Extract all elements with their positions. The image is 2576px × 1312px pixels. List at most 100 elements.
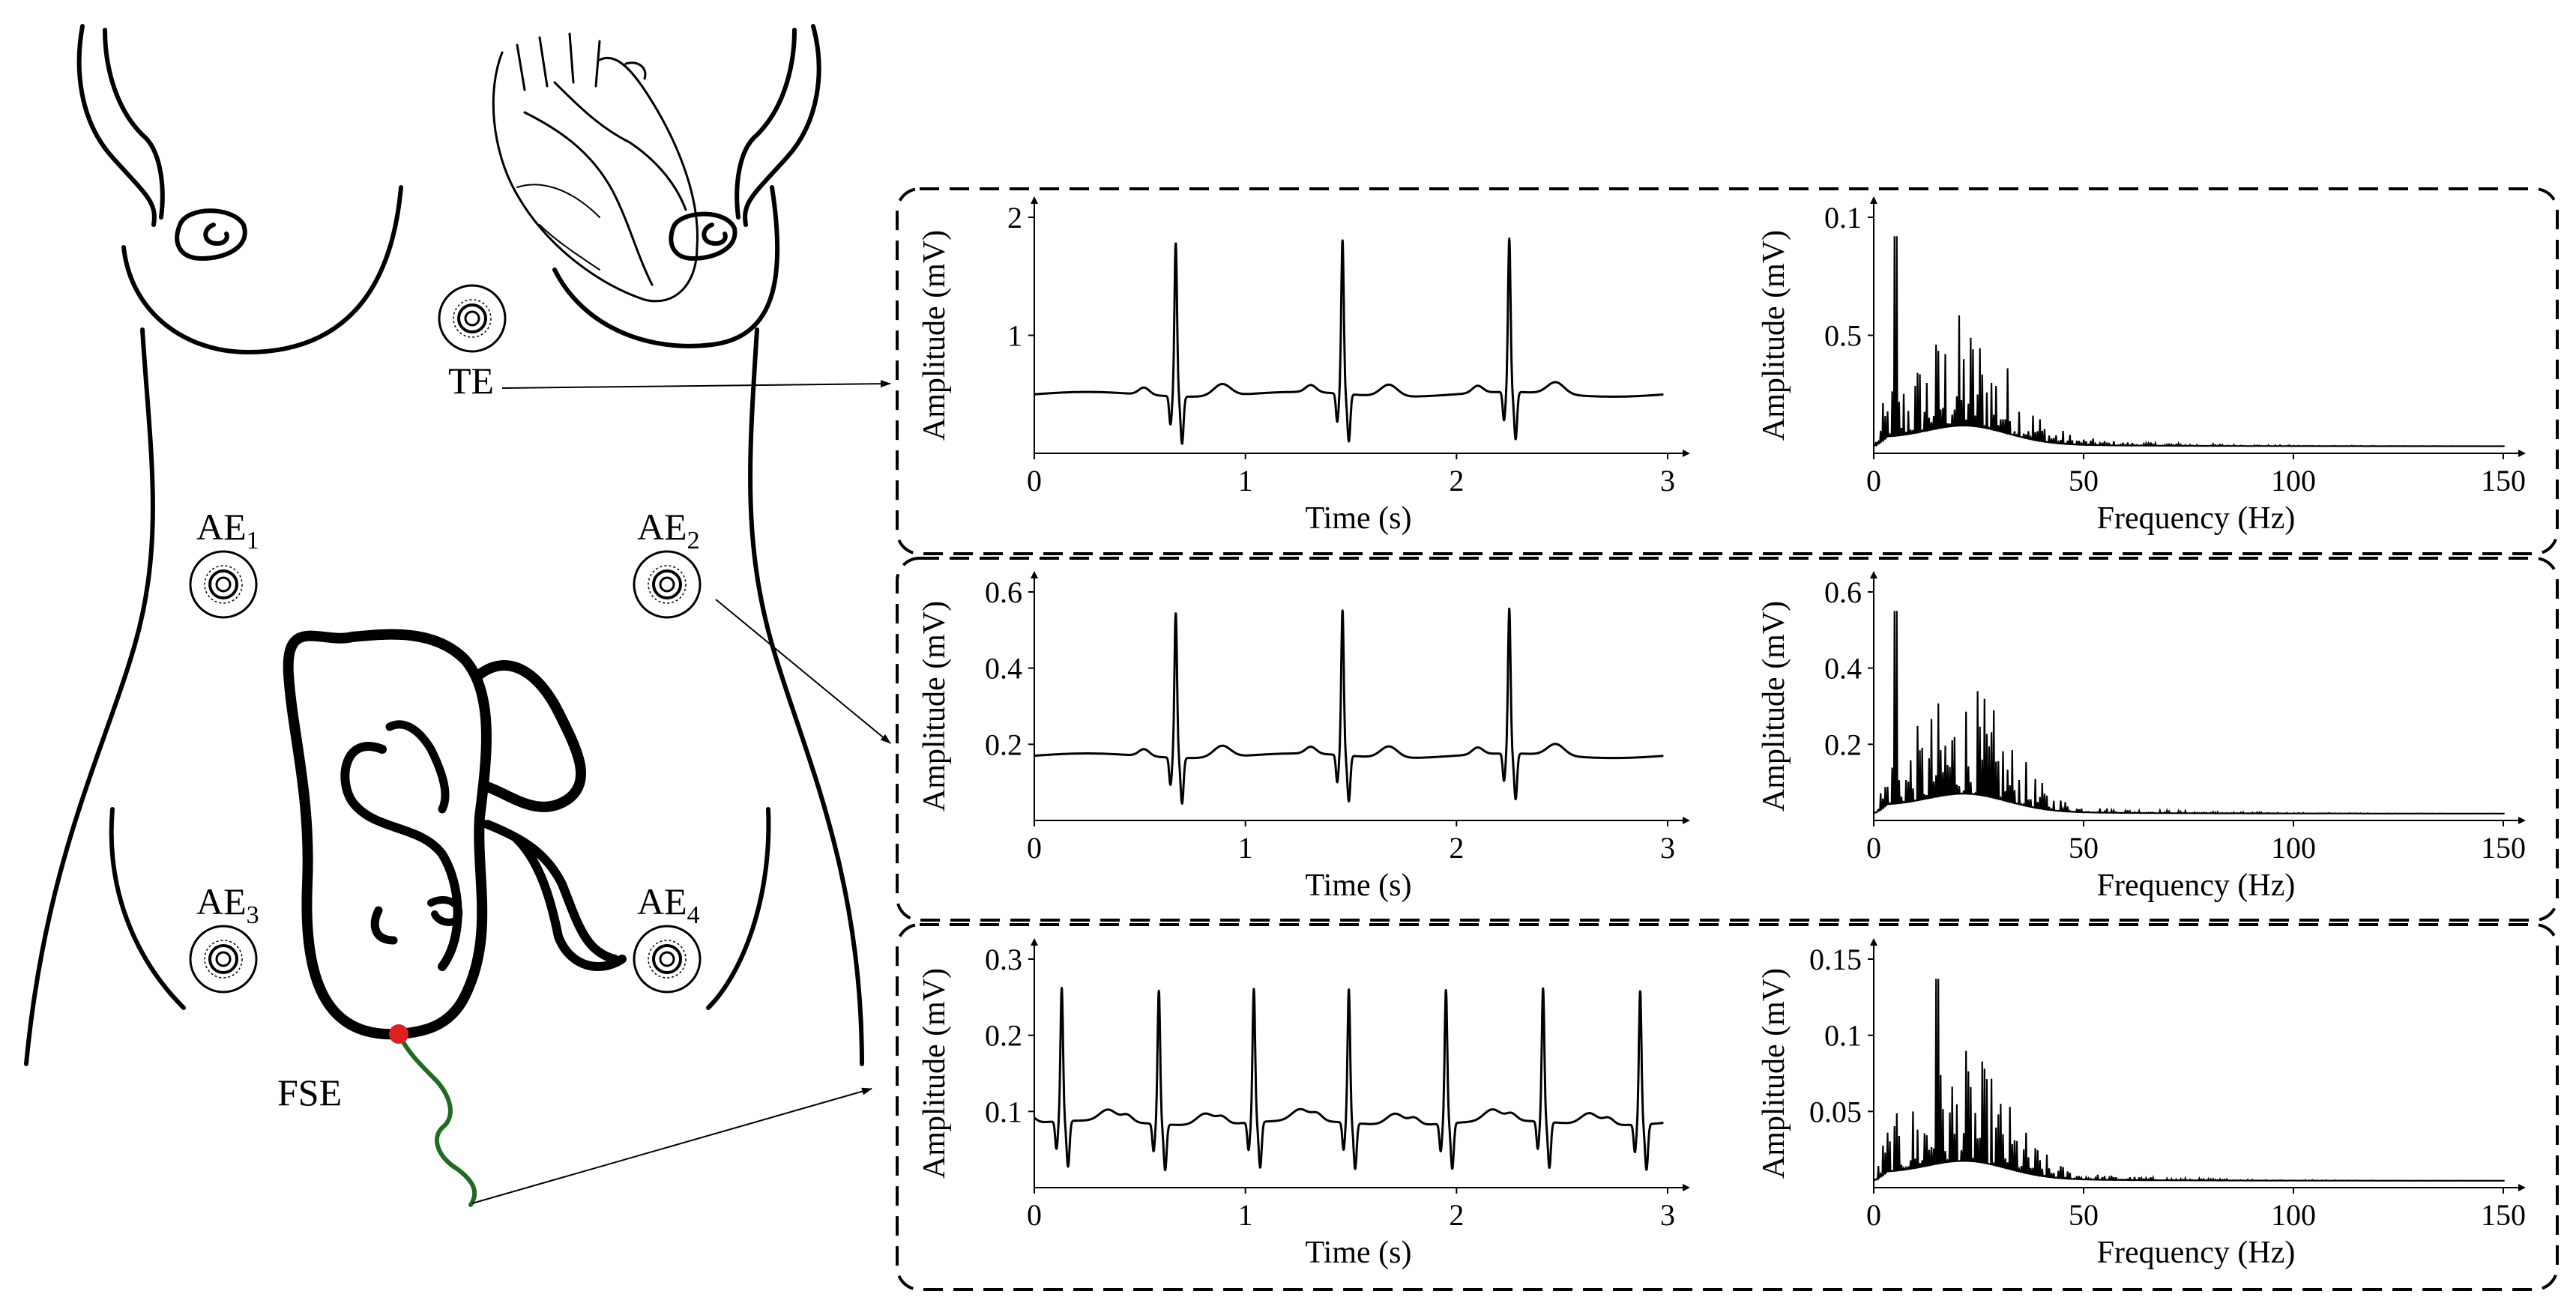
- y-tick-label: 0.4: [1824, 652, 1862, 686]
- right-nipple: [669, 211, 737, 261]
- x-axis-arrow: [1683, 1184, 1690, 1191]
- x-tick-label: 2: [1449, 1198, 1464, 1232]
- x-tick-label: 1: [1238, 464, 1253, 498]
- left-nipple: [175, 208, 247, 261]
- x-tick-label: 0: [1027, 831, 1042, 865]
- x-axis-title: Frequency (Hz): [2097, 1236, 2296, 1270]
- x-axis-arrow: [1683, 817, 1690, 824]
- label-fse: FSE: [277, 1071, 342, 1113]
- right-arm-inner-outline: [735, 28, 797, 220]
- x-tick-label: 150: [2481, 831, 2526, 865]
- y-axis-arrow: [1870, 938, 1877, 946]
- x-axis-arrow: [1683, 450, 1690, 457]
- x-tick-label: 50: [2069, 464, 2099, 498]
- spectrum-trace: [1873, 611, 2505, 814]
- y-axis-title: Amplitude (mV): [1757, 230, 1791, 441]
- y-axis-arrow: [1031, 938, 1038, 946]
- spectrum-trace: [1873, 236, 2505, 447]
- right-torso-side: [748, 327, 864, 1066]
- x-tick-label: 0: [1866, 464, 1881, 498]
- x-axis-title: Time (s): [1306, 501, 1412, 536]
- x-axis-title: Frequency (Hz): [2097, 501, 2296, 536]
- y-tick-label: 0.2: [985, 728, 1022, 761]
- y-tick-label: 0.2: [985, 1019, 1022, 1053]
- x-tick-label: 50: [2069, 1198, 2099, 1232]
- y-tick-label: 0.1: [985, 1095, 1022, 1128]
- arrow-te-to-panel: [501, 380, 891, 389]
- y-tick-label: 0.15: [1809, 943, 1862, 976]
- electrode-ae1: [189, 550, 258, 619]
- signal-trace: [1033, 607, 1665, 805]
- left-breast-outline: [121, 185, 403, 354]
- x-tick-label: 100: [2271, 464, 2316, 498]
- arrow-ae2-to-panel: [715, 599, 891, 744]
- y-axis-title: Amplitude (mV): [917, 968, 952, 1179]
- maternal-torso-illustration: [24, 24, 864, 1066]
- y-tick-label: 2: [1007, 201, 1022, 235]
- y-tick-label: 0.1: [1824, 1019, 1862, 1053]
- x-axis-arrow: [2518, 1184, 2526, 1191]
- x-axis-title: Time (s): [1306, 868, 1412, 903]
- y-axis-arrow: [1031, 571, 1038, 578]
- label-ae3: AE3: [196, 880, 259, 929]
- x-axis-arrow: [2518, 450, 2526, 457]
- x-tick-label: 100: [2271, 1198, 2316, 1232]
- right-breast-outline: [552, 185, 780, 348]
- electrode-ae4: [633, 925, 702, 994]
- x-tick-label: 100: [2271, 831, 2316, 865]
- label-ae2: AE2: [637, 506, 700, 554]
- electrode-te: [438, 284, 507, 353]
- y-axis-arrow: [1031, 196, 1038, 204]
- fetus-face-mark: [370, 906, 398, 945]
- x-tick-label: 3: [1660, 1198, 1675, 1232]
- fse-electrode-dot: [389, 1024, 408, 1044]
- x-tick-label: 1: [1238, 831, 1253, 865]
- y-tick-label: 0.1: [1824, 201, 1862, 235]
- x-tick-label: 150: [2481, 1198, 2526, 1232]
- signal-trace: [1033, 237, 1665, 445]
- x-tick-label: 0: [1027, 1198, 1042, 1232]
- x-tick-label: 0: [1866, 1198, 1881, 1232]
- y-axis-title: Amplitude (mV): [1757, 968, 1791, 1179]
- label-te: TE: [448, 360, 494, 402]
- fetus-ear: [427, 896, 463, 926]
- y-axis-arrow: [1870, 571, 1877, 578]
- spectrum-trace: [1873, 979, 2505, 1182]
- y-axis-title: Amplitude (mV): [917, 230, 952, 441]
- y-tick-label: 0.5: [1824, 319, 1862, 353]
- label-ae1: AE1: [196, 506, 259, 554]
- x-tick-label: 0: [1027, 464, 1042, 498]
- y-tick-label: 0.05: [1809, 1095, 1862, 1128]
- x-tick-label: 150: [2481, 464, 2526, 498]
- y-axis-title: Amplitude (mV): [1757, 601, 1791, 811]
- x-tick-label: 50: [2069, 831, 2099, 865]
- fetus-arm-upper: [385, 720, 450, 814]
- right-hip-line: [706, 807, 771, 1010]
- left-hip-line: [109, 807, 186, 1010]
- x-tick-label: 3: [1660, 831, 1675, 865]
- y-axis-arrow: [1870, 196, 1877, 204]
- heart-illustration: [492, 32, 699, 303]
- x-tick-label: 2: [1449, 831, 1464, 865]
- right-arm-outline: [743, 24, 821, 227]
- left-torso-side: [24, 327, 155, 1066]
- panel-te-frame: [896, 187, 2559, 555]
- electrode-ae2: [633, 550, 702, 619]
- panel-fse-frame: [896, 923, 2559, 1291]
- left-nipple-center: [203, 223, 229, 246]
- y-tick-label: 0.2: [1824, 728, 1862, 761]
- y-axis-title: Amplitude (mV): [917, 601, 952, 811]
- right-nipple-center: [702, 223, 728, 246]
- y-tick-label: 0.6: [985, 575, 1022, 609]
- fse-wire: [396, 1030, 477, 1207]
- fetus-leg: [474, 660, 586, 812]
- x-tick-label: 2: [1449, 464, 1464, 498]
- x-axis-arrow: [2518, 817, 2526, 824]
